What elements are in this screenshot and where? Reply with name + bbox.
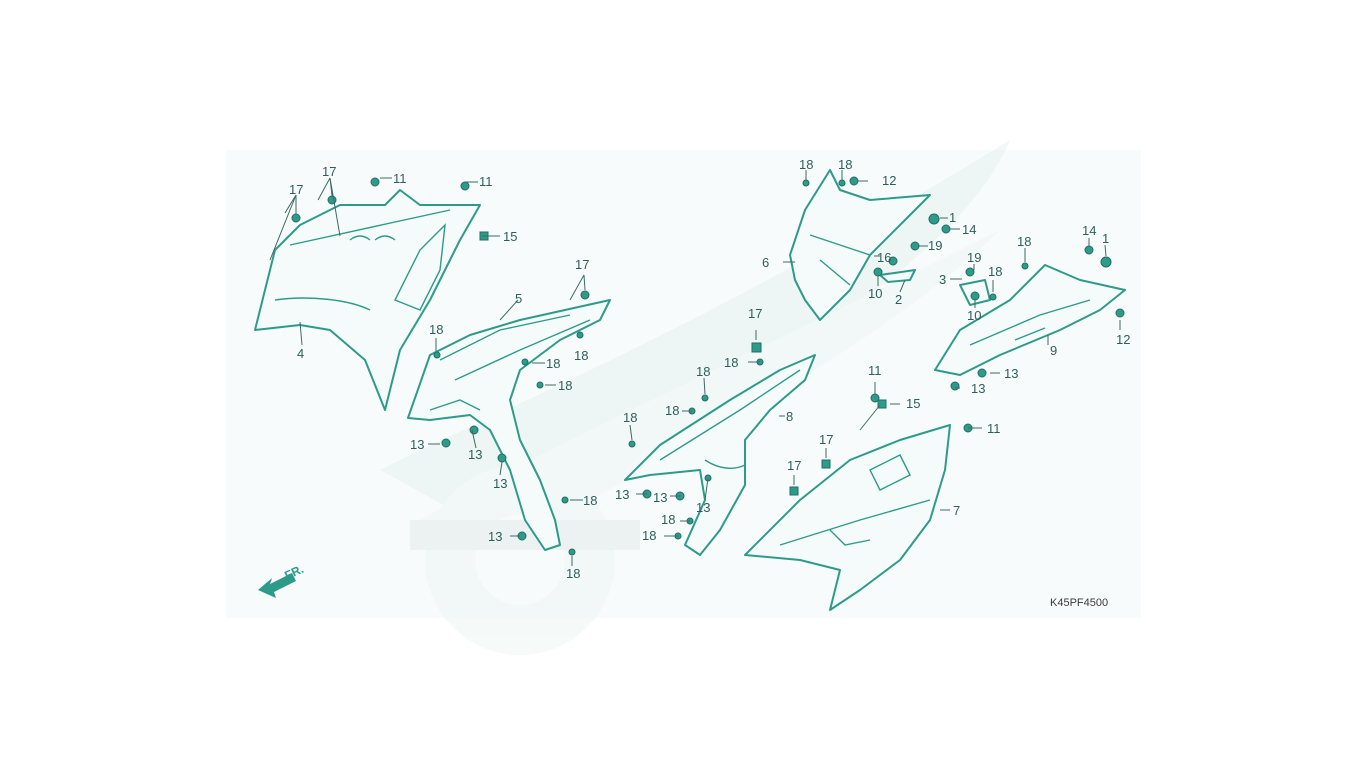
callout-16: 16 [877,250,891,265]
callout-17-d: 17 [748,306,762,321]
callout-17-b: 17 [322,164,336,179]
callout-11-d: 11 [987,421,1001,436]
callout-3: 3 [939,272,946,287]
callout-14-b: 14 [1082,223,1096,238]
callout-8: 8 [786,409,793,424]
part-7-lower-cover [744,424,951,611]
callout-12-b: 12 [1116,332,1130,347]
callout-18-m: 18 [799,157,813,172]
part-5-inner-panel [407,299,611,551]
callout-18-g: 18 [724,355,738,370]
callout-18-e: 18 [583,493,597,508]
callout-15-b: 15 [906,396,920,411]
callout-11-a: 11 [393,171,407,186]
callout-13-f: 13 [653,490,667,505]
callout-18-h: 18 [696,364,710,379]
diagram-code: K45PF4500 [1050,597,1108,609]
callout-18-f: 18 [566,566,580,581]
callout-10-a: 10 [868,286,882,301]
part-8-side-cover [624,354,816,556]
callout-13-a: 13 [410,437,424,452]
callout-5: 5 [515,291,522,306]
callout-9: 9 [1050,343,1057,358]
callout-19-a: 19 [928,238,942,253]
leader-lines [269,170,1121,566]
callout-17-a: 17 [289,182,303,197]
callout-13-g: 13 [696,500,710,515]
callout-13-e: 13 [615,487,629,502]
callout-17-c: 17 [575,257,589,272]
callout-19-b: 19 [967,250,981,265]
callout-18-c: 18 [546,356,560,371]
callout-18-k: 18 [661,512,675,527]
callout-1-a: 1 [949,210,956,225]
callout-17-e: 17 [819,432,833,447]
callout-13-i: 13 [971,381,985,396]
callout-18-o: 18 [1017,234,1031,249]
callout-13-h: 13 [1004,366,1018,381]
fasteners [291,176,1125,556]
callout-2: 2 [895,292,902,307]
callout-18-n: 18 [838,157,852,172]
callout-18-j: 18 [623,410,637,425]
callout-13-b: 13 [468,447,482,462]
callout-4: 4 [297,346,304,361]
callout-10-b: 10 [967,308,981,323]
callout-18-i: 18 [665,403,679,418]
callout-11-c: 11 [868,363,882,378]
callout-15-a: 15 [503,229,517,244]
callout-1-b: 1 [1102,231,1109,246]
callout-13-c: 13 [493,476,507,491]
callout-13-d: 13 [488,529,502,544]
callout-18-a: 18 [429,322,443,337]
callout-11-b: 11 [479,174,493,189]
callout-12-a: 12 [882,173,896,188]
callout-labels: 17 17 11 11 15 4 17 5 18 18 18 18 13 13 … [289,157,1130,581]
part-9-under-cowl [934,264,1126,376]
callout-18-l: 18 [642,528,656,543]
callout-7: 7 [953,503,960,518]
callout-18-b: 18 [574,348,588,363]
callout-6: 6 [762,255,769,270]
callout-18-d: 18 [558,378,572,393]
callout-17-f: 17 [787,458,801,473]
part-6-rear-panel [789,169,931,321]
part-4-cowl [254,189,481,411]
callout-14-a: 14 [962,222,976,237]
callout-18-p: 18 [988,264,1002,279]
